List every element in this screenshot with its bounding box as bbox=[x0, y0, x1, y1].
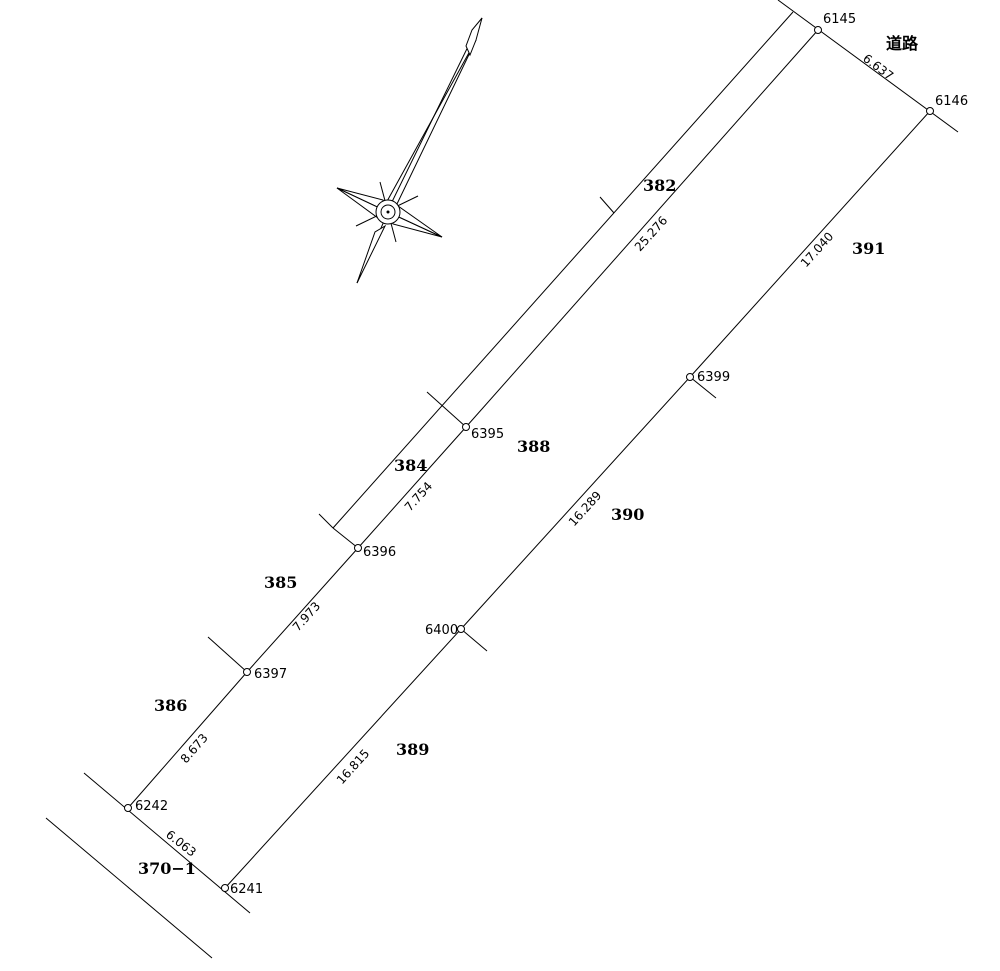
line-6396-6397 bbox=[246, 547, 359, 673]
tick-6397 bbox=[207, 636, 248, 673]
parcel-382: 382 bbox=[643, 176, 676, 195]
line-6395-6396 bbox=[357, 426, 467, 549]
parcel-389: 389 bbox=[396, 740, 429, 759]
tick-6396 bbox=[318, 513, 334, 529]
distance-6399-6400: 16.289 bbox=[566, 488, 605, 529]
label-6397: 6397 bbox=[254, 667, 287, 682]
label-6396: 6396 bbox=[363, 545, 396, 560]
label-6242: 6242 bbox=[135, 799, 168, 814]
point-6242 bbox=[124, 804, 132, 812]
parcel-388: 388 bbox=[517, 437, 550, 456]
line-6400-6241 bbox=[224, 628, 462, 889]
point-6241 bbox=[221, 884, 229, 892]
tick-382 bbox=[599, 196, 615, 214]
division-ticks bbox=[207, 196, 717, 673]
point-6399 bbox=[686, 373, 694, 381]
distance-6396-6397: 7.973 bbox=[290, 599, 323, 634]
distance-6145-6146: 6.637 bbox=[860, 51, 896, 83]
tick-6400 bbox=[460, 628, 488, 652]
line-382-384-outer bbox=[332, 11, 794, 529]
point-6145 bbox=[814, 26, 822, 34]
line-6399-6400 bbox=[460, 376, 691, 630]
distance-6395-6396: 7.754 bbox=[402, 479, 435, 514]
tick-6399 bbox=[689, 376, 717, 399]
parcel-386: 386 bbox=[154, 696, 187, 715]
parcel-384: 384 bbox=[394, 456, 427, 475]
label-6146: 6146 bbox=[935, 94, 968, 109]
parcel-road: 道路 bbox=[886, 34, 919, 53]
parcel-391: 391 bbox=[852, 239, 885, 258]
point-6146 bbox=[926, 107, 934, 115]
label-6399: 6399 bbox=[697, 370, 730, 385]
line-384-end bbox=[332, 527, 359, 549]
point-6395 bbox=[462, 423, 470, 431]
line-6397-6242 bbox=[127, 671, 248, 809]
point-6400 bbox=[457, 625, 465, 633]
line-lower-road-edge bbox=[45, 817, 213, 959]
point-6397 bbox=[243, 668, 251, 676]
label-6400: 6400 bbox=[425, 623, 458, 638]
label-6145: 6145 bbox=[823, 12, 856, 27]
parcel-385: 385 bbox=[264, 573, 297, 592]
distance-6397-6242: 8.673 bbox=[178, 731, 211, 766]
label-6395: 6395 bbox=[471, 427, 504, 442]
boundary-lines bbox=[45, 0, 959, 959]
distance-6400-6241: 16.815 bbox=[334, 746, 373, 787]
point-6396 bbox=[354, 544, 362, 552]
parcel-370-1: 370−1 bbox=[138, 859, 196, 878]
line-6146-6399 bbox=[689, 110, 931, 378]
label-6241: 6241 bbox=[230, 882, 263, 897]
line-frontage bbox=[83, 772, 251, 914]
parcel-390: 390 bbox=[611, 505, 644, 524]
line-6145-6395 bbox=[465, 29, 819, 428]
parcel-labels: 道路 382 391 388 384 390 385 386 389 370−1 bbox=[138, 34, 919, 878]
compass-rose-icon bbox=[336, 17, 483, 284]
survey-points bbox=[124, 26, 934, 892]
point-labels: 6145 6146 6395 6396 6397 6399 6400 6242 … bbox=[135, 12, 968, 897]
tick-6395 bbox=[426, 391, 467, 428]
